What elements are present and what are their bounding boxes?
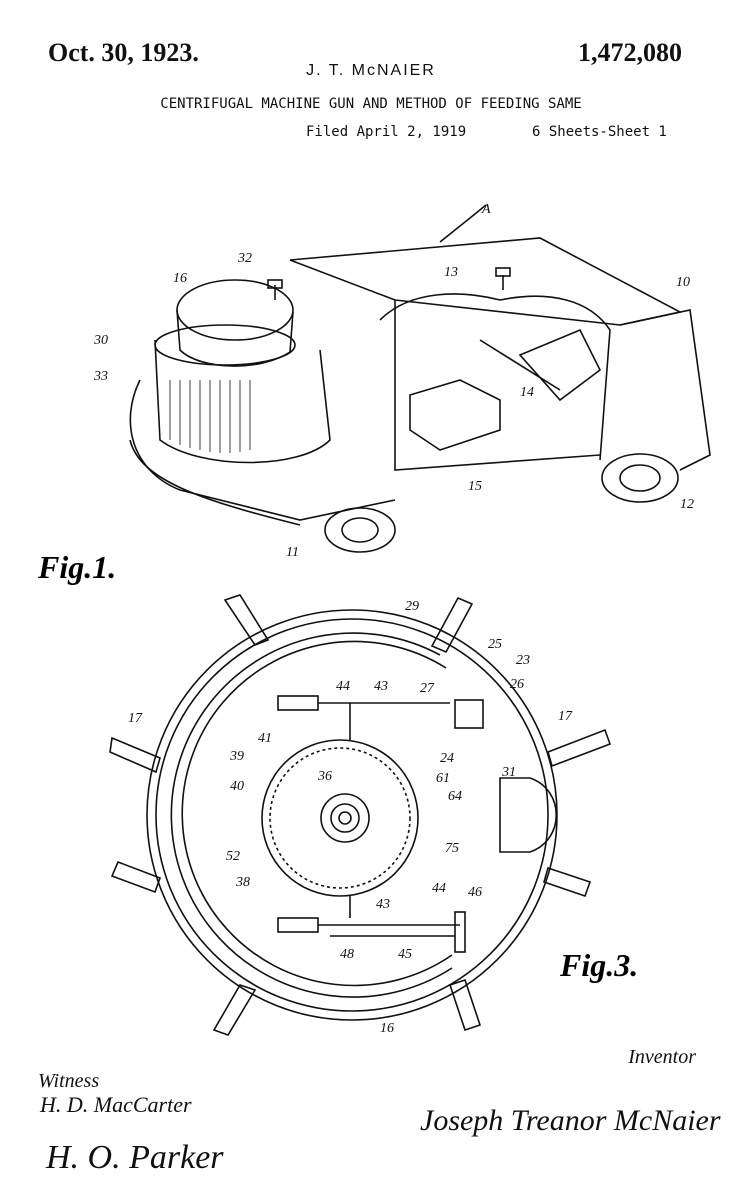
patent-title: CENTRIFUGAL MACHINE GUN AND METHOD OF FE… <box>160 96 582 112</box>
fig1-references: A 32 16 13 10 30 33 14 15 11 12 <box>93 202 694 560</box>
ref-label: 43 <box>376 897 390 912</box>
ref-label: 31 <box>501 765 516 780</box>
ref-label: 52 <box>226 849 240 864</box>
ref-label: 15 <box>468 479 482 494</box>
ref-label: 13 <box>444 265 458 280</box>
ref-label: 44 <box>432 881 446 896</box>
witness-signature-1: H. D. MacCarter <box>39 1092 192 1117</box>
ref-label: A <box>481 202 491 217</box>
ref-label: 24 <box>440 751 454 766</box>
ref-label: 39 <box>229 749 244 764</box>
ref-label: 12 <box>680 497 694 512</box>
ref-label: 61 <box>436 771 450 786</box>
ref-label: 11 <box>286 545 299 560</box>
ref-label: 75 <box>445 841 459 856</box>
patent-number: 1,472,080 <box>578 38 682 67</box>
fig3-label: Fig.3. <box>559 947 638 983</box>
inventor-label: Inventor <box>628 1046 696 1068</box>
ref-label: 41 <box>258 731 272 746</box>
ref-label: 32 <box>237 251 252 266</box>
ref-label: 16 <box>380 1021 394 1036</box>
fig3-references: 29 25 23 27 26 44 43 17 17 24 41 39 40 3… <box>128 599 573 1036</box>
fig1-label: Fig.1. <box>37 549 116 585</box>
ref-label: 38 <box>235 875 250 890</box>
ref-label: 23 <box>516 653 530 668</box>
ref-label: 30 <box>93 333 108 348</box>
ref-label: 26 <box>510 677 524 692</box>
ref-label: 44 <box>336 679 350 694</box>
inventor-name: J. T. McNAIER <box>306 62 436 79</box>
ref-label: 36 <box>317 769 332 784</box>
inventor-signature: Joseph Treanor McNaier <box>420 1104 721 1137</box>
filed-date: Filed April 2, 1919 <box>306 124 467 140</box>
ref-label: 64 <box>448 789 462 804</box>
ref-label: 40 <box>230 779 244 794</box>
witness-label: Witness <box>38 1070 100 1092</box>
ref-label: 17 <box>558 709 573 724</box>
ref-label: 16 <box>173 271 187 286</box>
ref-label: 25 <box>488 637 502 652</box>
ref-label: 46 <box>468 885 482 900</box>
witness-signature-2: H. O. Parker <box>45 1139 224 1176</box>
sheet-count: 6 Sheets-Sheet 1 <box>532 124 667 140</box>
ref-label: 29 <box>405 599 419 614</box>
ref-label: 10 <box>676 275 690 290</box>
fig1-drawing <box>129 204 711 553</box>
ref-label: 27 <box>420 681 435 696</box>
ref-label: 48 <box>340 947 354 962</box>
ref-label: 17 <box>128 711 143 726</box>
ref-label: 33 <box>93 369 108 384</box>
ref-label: 45 <box>398 947 412 962</box>
patent-date: Oct. 30, 1923. <box>48 38 199 67</box>
ref-label: 43 <box>374 679 388 694</box>
fig3-drawing <box>109 594 612 1036</box>
ref-label: 14 <box>520 385 534 400</box>
